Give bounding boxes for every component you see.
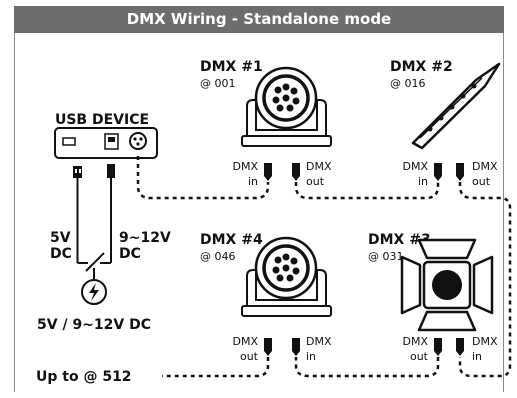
footer-note: Up to @ 512 bbox=[36, 369, 132, 385]
fixture-address: @ 001 bbox=[200, 77, 236, 90]
dmx-plug-icon bbox=[292, 338, 300, 351]
port-label-top: DMX bbox=[306, 335, 332, 348]
dmx-chain-cable bbox=[136, 156, 512, 378]
fixture-dmx-2: DMX #2 @ 016 DMX in DMX out bbox=[390, 59, 501, 188]
port-label-top: DMX bbox=[403, 160, 429, 173]
diagram-title: DMX Wiring - Standalone mode bbox=[14, 6, 504, 33]
power-supply-label: 5V / 9~12V DC bbox=[37, 317, 151, 333]
fixture-name: DMX #2 bbox=[390, 59, 453, 75]
fixture-dmx-3: DMX #3 @ 031 DMX out DMX in bbox=[368, 232, 498, 363]
dmx-plug-icon bbox=[456, 338, 464, 351]
fixture-name: DMX #3 bbox=[368, 232, 431, 248]
dmx-plug-icon bbox=[292, 163, 300, 176]
usb-plug-icon bbox=[73, 166, 82, 178]
port-label-bottom: in bbox=[472, 350, 482, 363]
fixture-dmx-1: DMX #1 @ 001 DMX in DMX out bbox=[200, 59, 332, 188]
power-cable bbox=[81, 164, 115, 305]
usb-device-label: USB DEVICE bbox=[55, 112, 149, 128]
port-label-top: DMX bbox=[233, 335, 259, 348]
dmx-plug-icon bbox=[456, 163, 464, 176]
fixture-address: @ 046 bbox=[200, 250, 236, 263]
power-left-type: DC bbox=[50, 246, 72, 262]
diagram-frame bbox=[14, 6, 504, 392]
usb-cable bbox=[73, 166, 88, 264]
port-label-top: DMX bbox=[472, 160, 498, 173]
moving-head-yoke bbox=[246, 99, 327, 137]
fixture-name: DMX #1 bbox=[200, 59, 263, 75]
moving-head-base bbox=[241, 305, 332, 317]
power-plug-icon bbox=[107, 164, 115, 178]
port-label-top: DMX bbox=[306, 160, 332, 173]
power-right-voltage: 9~12V bbox=[119, 230, 171, 246]
dmx-xlr-port-icon bbox=[129, 132, 147, 150]
moving-head-yoke bbox=[246, 269, 327, 307]
port-label-bottom: in bbox=[418, 175, 428, 188]
port-label-bottom: out bbox=[472, 175, 491, 188]
port-label-bottom: out bbox=[410, 350, 429, 363]
dmx-plug-icon bbox=[434, 338, 442, 351]
usb-device: USB DEVICE bbox=[54, 112, 158, 159]
par-light-icon bbox=[400, 238, 494, 332]
port-label-top: DMX bbox=[403, 335, 429, 348]
fixture-address: @ 031 bbox=[368, 250, 404, 263]
port-label-bottom: in bbox=[306, 350, 316, 363]
power-left-voltage: 5V bbox=[50, 230, 71, 246]
port-label-bottom: out bbox=[306, 175, 325, 188]
power-port-pin bbox=[108, 137, 115, 142]
fixture-name: DMX #4 bbox=[200, 232, 263, 248]
dmx-plug-icon bbox=[264, 338, 272, 351]
dmx-plug-icon bbox=[264, 163, 272, 176]
port-label-top: DMX bbox=[233, 160, 259, 173]
led-bar-icon bbox=[411, 62, 501, 150]
dmx-plug-icon bbox=[434, 163, 442, 176]
power-right-type: DC bbox=[119, 246, 141, 262]
usb-port-icon bbox=[62, 137, 76, 146]
port-label-top: DMX bbox=[472, 335, 498, 348]
lightning-icon bbox=[89, 283, 99, 301]
fixture-dmx-4: DMX #4 @ 046 DMX out DMX in bbox=[200, 232, 332, 363]
fixture-address: @ 016 bbox=[390, 77, 426, 90]
port-label-bottom: out bbox=[240, 350, 259, 363]
moving-head-base bbox=[241, 135, 332, 147]
port-label-bottom: in bbox=[248, 175, 258, 188]
